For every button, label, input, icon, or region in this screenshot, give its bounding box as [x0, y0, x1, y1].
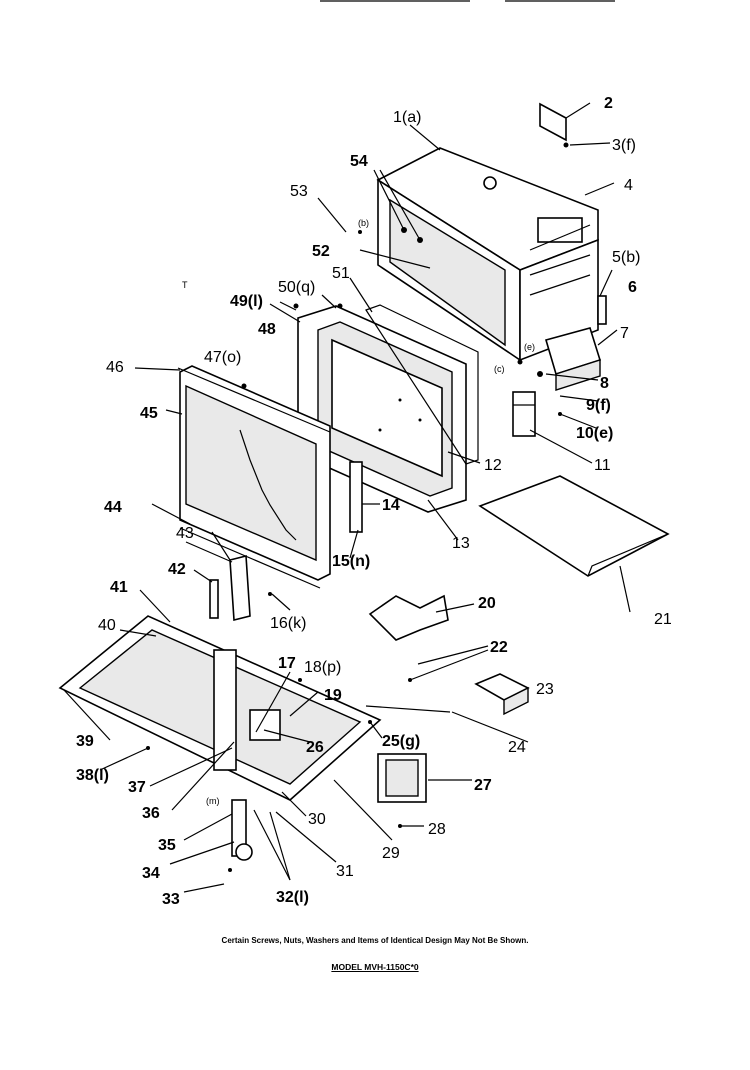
label-33: 33 — [162, 891, 180, 908]
label-6: 6 — [628, 279, 637, 296]
label-30: 30 — [308, 811, 326, 828]
label-16: 16(k) — [270, 615, 306, 632]
label-52: 52 — [312, 243, 330, 260]
label-11: 11 — [594, 457, 611, 474]
part-23-capacitor — [474, 673, 530, 716]
label-1: 1(a) — [393, 109, 421, 126]
outer-cabinet — [376, 147, 599, 362]
label-23: 23 — [536, 681, 554, 698]
door-bottom-strip-44 — [179, 527, 321, 589]
label-26: 26 — [306, 739, 324, 756]
label-5: 5(b) — [612, 249, 640, 266]
label-41: 41 — [110, 579, 128, 596]
label-22: 22 — [490, 639, 508, 656]
label-25: 25(g) — [382, 733, 420, 750]
small-marks: (b) (c) (e) (m) T — [182, 218, 535, 806]
model-number-text: MODEL MVH-1150C*0 — [331, 962, 419, 972]
label-29: 29 — [382, 845, 400, 862]
part-labels: 1(a) 2 3(f) 4 5(b) 6 7 8 9(f) 10(e) 11 1… — [76, 95, 672, 908]
mark-t: T — [182, 280, 188, 290]
leader-lines — [63, 102, 631, 893]
label-53: 53 — [290, 183, 308, 200]
label-48: 48 — [258, 321, 276, 338]
label-46: 46 — [106, 359, 124, 376]
part-42-pin — [209, 579, 219, 619]
part-2-bracket — [539, 102, 567, 142]
door-seal-12 — [365, 304, 479, 465]
label-18: 18(p) — [304, 659, 341, 676]
label-27: 27 — [474, 777, 492, 794]
label-2: 2 — [604, 95, 613, 112]
mark-m: (m) — [206, 796, 220, 806]
door-top-strip-46 — [177, 367, 331, 433]
label-38: 38(l) — [76, 767, 109, 784]
label-51: 51 — [332, 265, 350, 282]
label-7: 7 — [620, 325, 629, 342]
base-tray-21 — [478, 475, 670, 577]
label-45: 45 — [140, 405, 158, 422]
part-20-fan — [368, 594, 449, 641]
part-35-bracket — [231, 799, 253, 861]
label-31: 31 — [336, 863, 354, 880]
label-40: 40 — [98, 617, 116, 634]
label-24: 24 — [508, 739, 526, 756]
fastener-dots — [146, 230, 562, 872]
label-13: 13 — [452, 535, 470, 552]
part-43-hinge — [229, 554, 251, 622]
part-24-rail — [365, 705, 451, 713]
label-49: 49(l) — [230, 293, 263, 310]
part-6 — [597, 295, 607, 325]
part-14-latch — [349, 461, 363, 533]
label-54: 54 — [350, 153, 368, 170]
label-37: 37 — [128, 779, 146, 796]
label-20: 20 — [478, 595, 496, 612]
mark-e: (e) — [524, 342, 535, 352]
label-9: 9(f) — [586, 397, 611, 414]
base-plate-40 — [58, 615, 382, 801]
mark-c: (c) — [494, 364, 505, 374]
label-50: 50(q) — [278, 279, 315, 296]
label-44: 44 — [104, 499, 122, 516]
label-19: 19 — [324, 687, 342, 704]
label-47: 47(o) — [204, 349, 241, 366]
label-28: 28 — [428, 821, 446, 838]
door-panel-45 — [179, 365, 331, 581]
mark-b: (b) — [358, 218, 369, 228]
label-12: 12 — [484, 457, 502, 474]
label-14: 14 — [382, 497, 400, 514]
label-4: 4 — [624, 177, 633, 194]
label-34: 34 — [142, 865, 160, 882]
label-43: 43 — [176, 525, 194, 542]
label-32: 32(l) — [276, 889, 309, 906]
label-3: 3(f) — [612, 137, 636, 154]
label-35: 35 — [158, 837, 176, 854]
label-8: 8 — [600, 375, 609, 392]
label-17: 17 — [278, 655, 296, 672]
label-42: 42 — [168, 561, 186, 578]
label-36: 36 — [142, 805, 160, 822]
label-21: 21 — [654, 611, 672, 628]
label-10: 10(e) — [576, 425, 613, 442]
model-number: MODEL MVH-1150C*0 — [0, 962, 750, 972]
door-frame-13 — [297, 305, 467, 513]
part-3-screw — [563, 142, 569, 148]
part-27-transformer — [377, 753, 427, 803]
part-7-component — [545, 327, 602, 391]
footnote: Certain Screws, Nuts, Washers and Items … — [221, 936, 529, 945]
door-window-area — [378, 398, 422, 432]
part-8 — [537, 371, 543, 377]
part-11-switch — [512, 391, 536, 437]
label-39: 39 — [76, 733, 94, 750]
label-15: 15(n) — [332, 553, 370, 570]
